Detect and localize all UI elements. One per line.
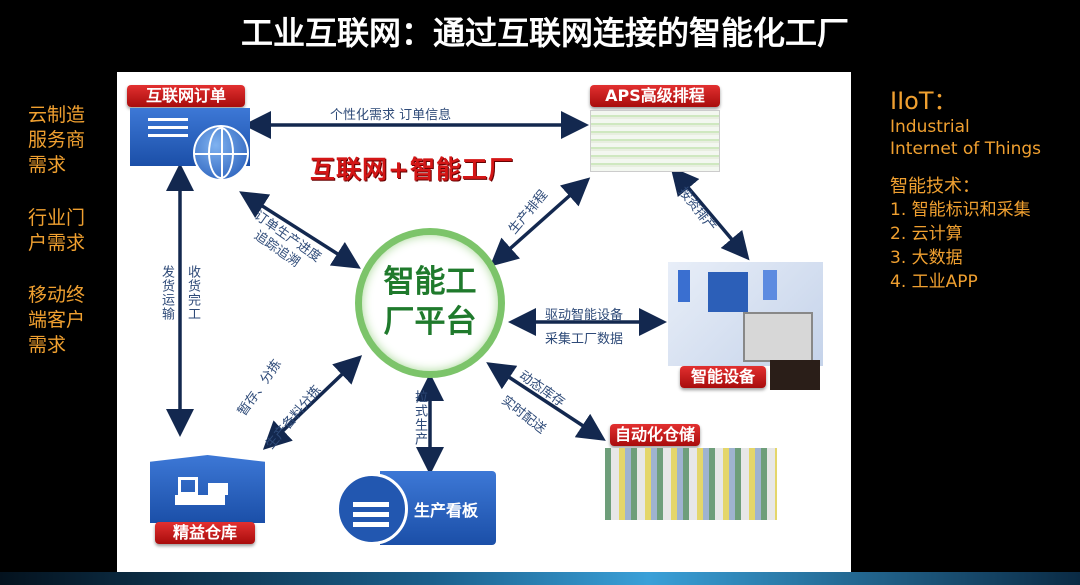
arrow-aps-equip — [670, 166, 750, 261]
node-aps-label: APS高级排程 — [590, 85, 720, 107]
arrow-order-center — [239, 191, 361, 269]
iiot-sub1: Industrial — [890, 117, 970, 137]
edge-label-drive: 驱动智能设备 — [545, 308, 624, 323]
gantt-chart-image — [590, 110, 720, 172]
node-auto-storage-label: 自动化仓储 — [610, 424, 700, 446]
slogan: 互联网+智能工厂 — [310, 155, 514, 184]
right-panel: IIoT： Industrial Internet of Things 智能技术… — [890, 86, 1041, 294]
smart-equipment-image — [668, 262, 823, 366]
need-cloud: 云制造服务商需求 — [28, 104, 86, 176]
forklift-icon — [150, 455, 265, 523]
platform-cycle-icon — [355, 228, 505, 378]
need-mobile: 移动终端客户需求 — [28, 284, 86, 356]
tech-item: 3. 大数据 — [890, 248, 963, 268]
edge-label-ship: 发货运输 — [159, 265, 174, 321]
edge-label-collect: 采集工厂数据 — [545, 332, 624, 347]
node-production-board-label: 生产看板 — [414, 501, 479, 520]
circuit-board-image — [770, 360, 820, 390]
edge-label-top: 个性化需求 订单信息 — [330, 108, 452, 123]
arrow-center-storage — [486, 362, 606, 441]
tech-item: 1. 智能标识和采集 — [890, 200, 1031, 220]
globe-icon — [193, 125, 249, 181]
center-line2: 厂平台 — [383, 304, 477, 340]
tech-heading: 智能技术： — [890, 176, 980, 197]
node-smart-equipment-label: 智能设备 — [680, 366, 766, 388]
tech-item: 2. 云计算 — [890, 224, 963, 244]
arrow-center-warehouse — [262, 355, 363, 450]
center-line1: 智能工 — [383, 264, 477, 300]
board-list-icon — [336, 473, 408, 545]
arrow-aps-center — [489, 177, 591, 267]
tech-item: 4. 工业APP — [890, 272, 978, 292]
node-internet-order-label: 互联网订单 — [127, 85, 245, 107]
slide-title: 工业互联网：通过互联网连接的智能化工厂 — [240, 14, 849, 52]
need-portal: 行业门户需求 — [28, 207, 86, 254]
bottom-glow-bar — [0, 572, 1080, 585]
edge-label-receive: 收货完工 — [185, 265, 200, 321]
iiot-heading: IIoT： — [890, 87, 958, 115]
node-lean-warehouse-label: 精益仓库 — [155, 522, 255, 544]
edge-label-pull: 拉式生产 — [412, 390, 427, 446]
iiot-sub2: Internet of Things — [890, 139, 1041, 159]
auto-storage-image — [605, 448, 777, 520]
center-platform: 智能工 厂平台 — [370, 262, 490, 342]
